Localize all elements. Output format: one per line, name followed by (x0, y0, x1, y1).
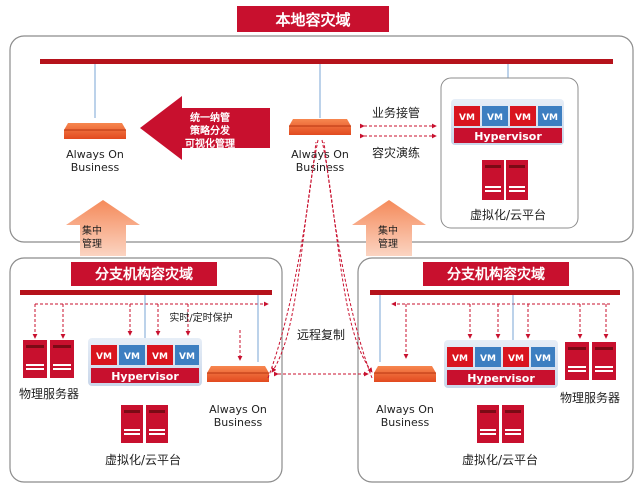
always-on-appliance-icon (207, 366, 269, 382)
central-mgmt-left-line2: 管理 (82, 237, 102, 250)
central-mgmt-arrow-left-icon (66, 200, 140, 256)
vm-label: VM (487, 113, 503, 123)
replication-path-right-back (323, 141, 373, 379)
vm-label: VM (535, 354, 551, 364)
branch-left-always-on-line1: Always On (209, 403, 267, 416)
branch-right-physical-server-label: 物理服务器 (560, 390, 620, 405)
central-mgmt-arrow-right-icon (352, 200, 426, 256)
local-left-always-on-line2: Business (71, 161, 120, 174)
local-site-title-box (237, 6, 389, 32)
management-arrow-line2: 策略分发 (190, 124, 231, 137)
branch-left-always-on-line2: Business (214, 416, 263, 429)
branch-right-virtual-platform-label: 虚拟化/云平台 (462, 452, 538, 467)
branch-left-network-bus (20, 290, 272, 295)
branch-right-network-bus (370, 290, 620, 295)
vm-label: VM (152, 352, 168, 362)
vm-label: VM (124, 352, 140, 362)
server-rack-icon (482, 160, 528, 200)
always-on-appliance-icon (374, 366, 436, 382)
physical-server-icon (565, 342, 616, 380)
vm-label: VM (480, 354, 496, 364)
vm-label: VM (459, 113, 475, 123)
local-center-always-on-line2: Business (296, 161, 345, 174)
server-rack-icon (477, 405, 524, 443)
hypervisor-bar (91, 368, 199, 383)
vm-label: VM (508, 354, 524, 364)
vm-label: VM (179, 352, 195, 362)
branch-left-physical-server-label: 物理服务器 (19, 386, 79, 401)
management-arrow-icon (140, 96, 270, 160)
local-left-always-on-line1: Always On (66, 148, 124, 161)
vm-label: VM (542, 113, 558, 123)
vm-label: VM (452, 354, 468, 364)
drill-label: 容灾演练 (372, 145, 420, 160)
hypervisor-bar (454, 128, 562, 143)
hypervisor-label: Hypervisor (111, 370, 179, 383)
management-arrow-line1: 统一纳管 (190, 111, 230, 124)
branch-left-protection-label: 实时/定时保护 (169, 311, 232, 324)
physical-server-icon (23, 340, 74, 378)
takeover-label: 业务接管 (372, 105, 420, 120)
central-mgmt-right-line1: 集中 (378, 224, 398, 237)
server-rack-icon (121, 405, 168, 443)
remote-replication-label: 远程复制 (297, 327, 345, 342)
replication-path-right (321, 139, 373, 373)
replication-path-left-back (267, 141, 317, 379)
hypervisor-label: Hypervisor (474, 130, 542, 143)
local-network-bus (40, 59, 613, 64)
central-mgmt-left-line1: 集中 (82, 224, 102, 237)
central-mgmt-right-line2: 管理 (378, 237, 398, 250)
local-center-always-on-line1: Always On (291, 148, 349, 161)
always-on-appliance-icon (289, 119, 351, 135)
hypervisor-label: Hypervisor (467, 372, 535, 385)
branch-left-title: 分支机构容灾域 (95, 266, 193, 283)
vm-label: VM (96, 352, 112, 362)
replication-path-left (271, 139, 319, 373)
branch-left-title-box (71, 262, 217, 286)
branch-right-title-box (423, 262, 569, 286)
local-site-title: 本地容灾域 (275, 11, 350, 29)
vm-label: VM (515, 113, 531, 123)
branch-right-always-on-line1: Always On (376, 403, 434, 416)
branch-left-virtual-platform-label: 虚拟化/云平台 (105, 452, 181, 467)
hypervisor-bar (447, 370, 555, 385)
local-virtual-platform-label: 虚拟化/云平台 (470, 207, 546, 222)
branch-right-title: 分支机构容灾域 (447, 266, 545, 283)
always-on-appliance-icon (64, 123, 126, 139)
branch-right-always-on-line2: Business (381, 416, 430, 429)
management-arrow-line3: 可视化管理 (185, 137, 235, 150)
